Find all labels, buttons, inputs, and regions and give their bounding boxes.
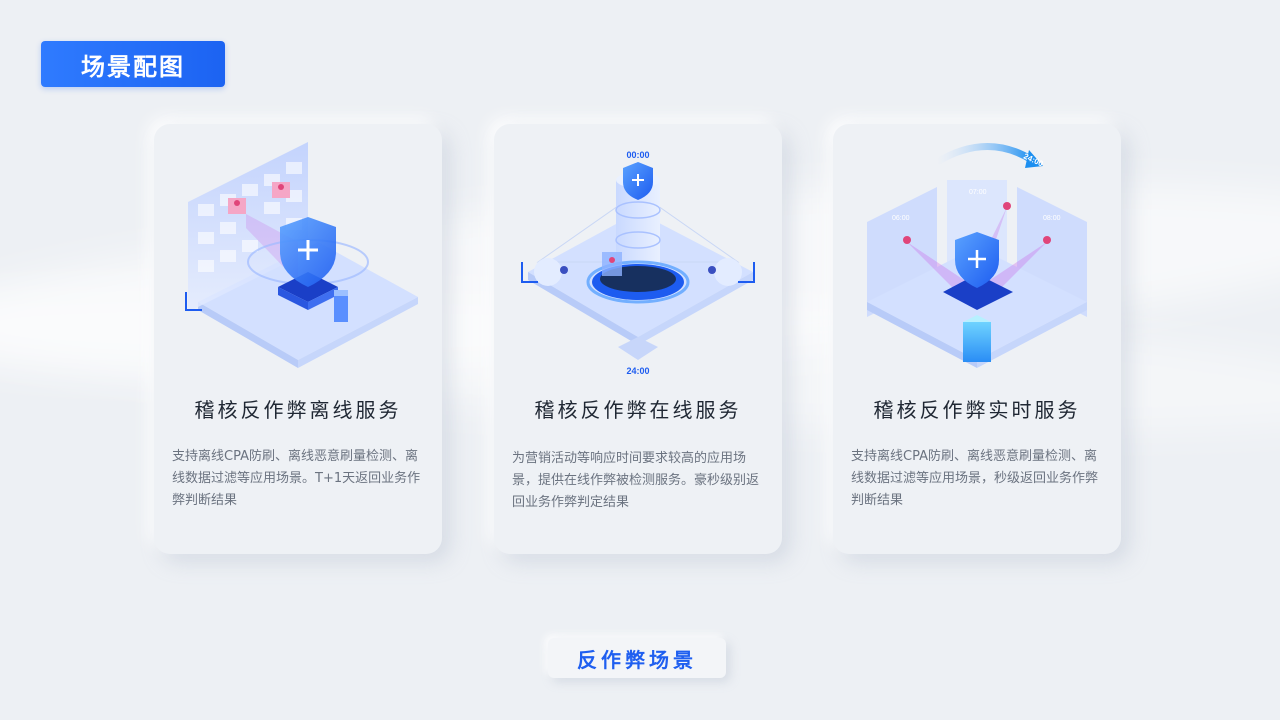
card-description: 支持离线CPA防刷、离线恶意刷量检测、离线数据过滤等应用场景。T+1天返回业务作… <box>172 449 421 508</box>
section-tag: 场景配图 <box>41 41 225 87</box>
card-description: 为营销活动等响应时间要求较高的应用场景，提供在线作弊被检测服务。豪秒级别返回业务… <box>512 451 760 510</box>
realtime-audit-shield-icon: 24:00 06:00 07:00 08:00 <box>867 143 1087 368</box>
time-label-mid: 07:00 <box>969 189 987 196</box>
time-label-top: 00:00 <box>626 150 649 160</box>
card-description: 支持离线CPA防刷、离线恶意刷量检测、离线数据过滤等应用场景，秒级返回业务作弊判… <box>851 449 1099 508</box>
time-label-right: 08:00 <box>1043 215 1061 222</box>
online-audit-clock-icon: 00:00 24:00 <box>521 150 755 376</box>
scene-card-realtime: 24:00 06:00 07:00 08:00 稽核反作弊实时服务 支持离线CP… <box>833 124 1121 554</box>
scene-card-offline: 稽核反作弊离线服务 支持离线CPA防刷、离线恶意刷量检测、离线数据过滤等应用场景… <box>154 124 442 554</box>
time-label-left: 06:00 <box>892 215 910 222</box>
time-label-bottom: 24:00 <box>626 366 649 376</box>
footer-label: 反作弊场景 <box>548 638 726 678</box>
card-title: 稽核反作弊在线服务 <box>534 398 742 422</box>
card-title: 稽核反作弊离线服务 <box>194 398 402 422</box>
card-title: 稽核反作弊实时服务 <box>873 398 1081 422</box>
offline-audit-shield-icon <box>185 142 418 368</box>
scene-card-online: 00:00 24:00 稽核反作弊在线服务 为营销活动等响应时间要求较高的应用场… <box>494 124 782 554</box>
